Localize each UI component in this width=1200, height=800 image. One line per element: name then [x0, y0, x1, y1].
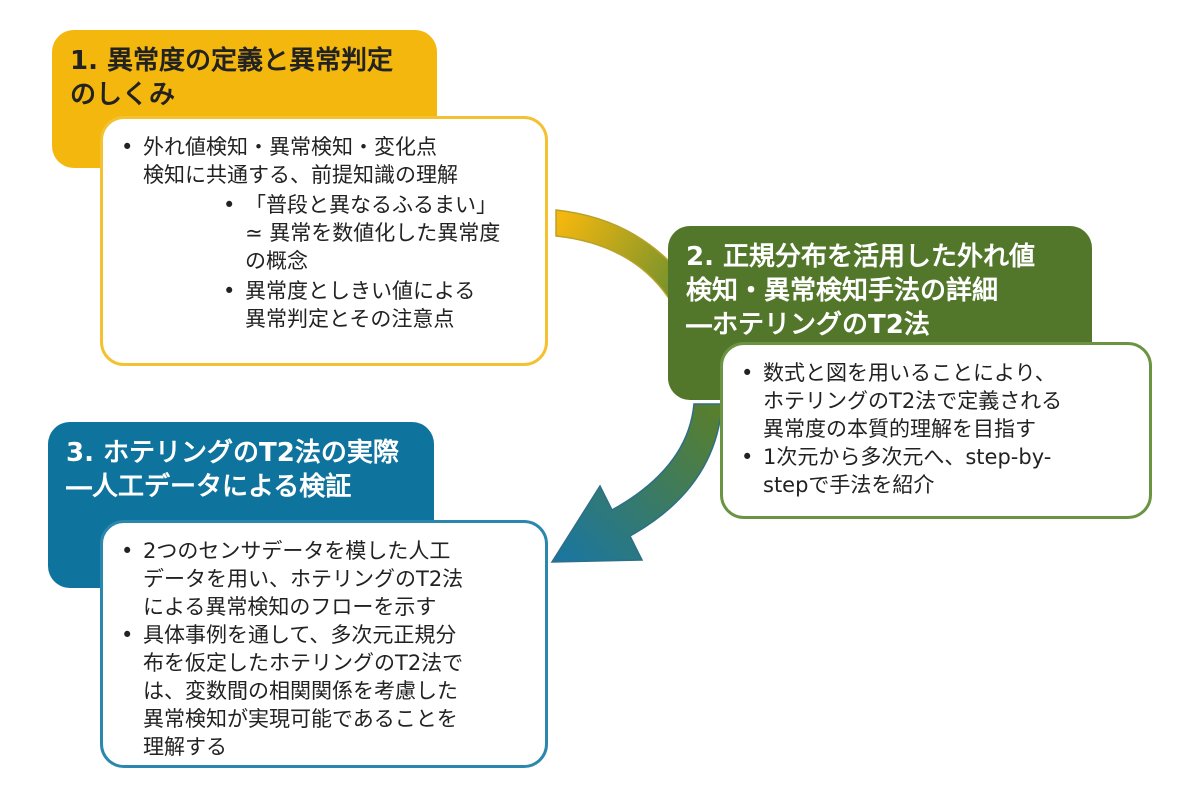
- section1-item1-line1: 外れ値検知・異常検知・変化点: [143, 135, 437, 159]
- section1-item1: • 外れ値検知・異常検知・変化点 検知に共通する、前提知識の理解 • 「普段と異…: [121, 133, 527, 333]
- section1-subitem1: • 「普段と異なるふるまい」 ≃ 異常を数値化した異常度 の概念: [223, 191, 527, 275]
- section2-item2-line2: stepで手法を紹介: [763, 473, 935, 497]
- bullet-icon: •: [223, 193, 236, 217]
- section1-subitem2: • 異常度としきい値による 異常判定とその注意点: [223, 277, 527, 333]
- section2-item1-line3: 異常度の本質的理解を目指す: [763, 417, 1036, 441]
- bullet-icon: •: [121, 623, 134, 647]
- section3-item2: • 具体事例を通して、多次元正規分 布を仮定したホテリングのT2法で は、変数間…: [121, 621, 527, 761]
- bullet-icon: •: [121, 539, 134, 563]
- section1-title-line2: のしくみ: [70, 80, 176, 110]
- section1-title-line1: 1. 異常度の定義と異常判定: [70, 46, 394, 76]
- section2-title-line1: 2. 正規分布を活用した外れ値: [686, 242, 1036, 272]
- section2-item1-line2: ホテリングのT2法で定義される: [763, 389, 1063, 413]
- section1-subitem1-line3: の概念: [245, 249, 308, 273]
- section2-title-line2: 検知・異常検知手法の詳細: [686, 276, 999, 306]
- bullet-icon: •: [223, 279, 236, 303]
- section3-content-box: • 2つのセンサデータを模した人工 データを用い、ホテリングのT2法 による異常…: [100, 520, 548, 768]
- section1-item1-line2: 検知に共通する、前提知識の理解: [143, 163, 458, 187]
- section3-item2-line1: 具体事例を通して、多次元正規分: [143, 623, 457, 647]
- section3-item1-line3: による異常検知のフローを示す: [143, 595, 437, 619]
- section2-list: • 数式と図を用いることにより、 ホテリングのT2法で定義される 異常度の本質的…: [741, 359, 1131, 499]
- arrow-section2-to-section3: [550, 403, 723, 563]
- section1-content-box: • 外れ値検知・異常検知・変化点 検知に共通する、前提知識の理解 • 「普段と異…: [100, 116, 548, 366]
- section3-item1: • 2つのセンサデータを模した人工 データを用い、ホテリングのT2法 による異常…: [121, 537, 527, 621]
- bullet-icon: •: [741, 445, 754, 469]
- bullet-icon: •: [741, 361, 754, 385]
- section3-title-line1: 3. ホテリングのT2法の実際: [66, 438, 399, 468]
- section3-item2-line2: 布を仮定したホテリングのT2法で: [143, 651, 464, 675]
- section2-item1: • 数式と図を用いることにより、 ホテリングのT2法で定義される 異常度の本質的…: [741, 359, 1131, 443]
- section3-item1-line1: 2つのセンサデータを模した人工: [143, 539, 451, 563]
- section3-title-line2: ―人工データによる検証: [66, 472, 352, 502]
- section1-subitem2-line1: 異常度としきい値による: [245, 279, 476, 303]
- section3-item2-line3: は、変数間の相関関係を考慮した: [143, 679, 458, 703]
- section3-item2-line4: 異常検知が実現可能であることを: [143, 707, 458, 731]
- section2-content-box: • 数式と図を用いることにより、 ホテリングのT2法で定義される 異常度の本質的…: [720, 342, 1152, 519]
- section3-item2-line5: 理解する: [143, 735, 227, 759]
- section3-list: • 2つのセンサデータを模した人工 データを用い、ホテリングのT2法 による異常…: [121, 537, 527, 761]
- section2-title-line3: ―ホテリングのT2法: [686, 310, 930, 340]
- section1-subitem1-line2: ≃ 異常を数値化した異常度: [245, 221, 501, 245]
- bullet-icon: •: [121, 135, 134, 159]
- section2-item2-line1: 1次元から多次元へ、step-by-: [763, 445, 1052, 469]
- section1-subitem1-line1: 「普段と異なるふるまい」: [245, 193, 497, 217]
- section3-item1-line2: データを用い、ホテリングのT2法: [143, 567, 464, 591]
- section1-list: • 外れ値検知・異常検知・変化点 検知に共通する、前提知識の理解 • 「普段と異…: [121, 133, 527, 333]
- section1-subitem2-line2: 異常判定とその注意点: [245, 307, 455, 331]
- section2-item2: • 1次元から多次元へ、step-by- stepで手法を紹介: [741, 443, 1131, 499]
- section2-item1-line1: 数式と図を用いることにより、: [763, 361, 1056, 385]
- section1-sublist: • 「普段と異なるふるまい」 ≃ 異常を数値化した異常度 の概念 • 異常度とし…: [223, 191, 527, 333]
